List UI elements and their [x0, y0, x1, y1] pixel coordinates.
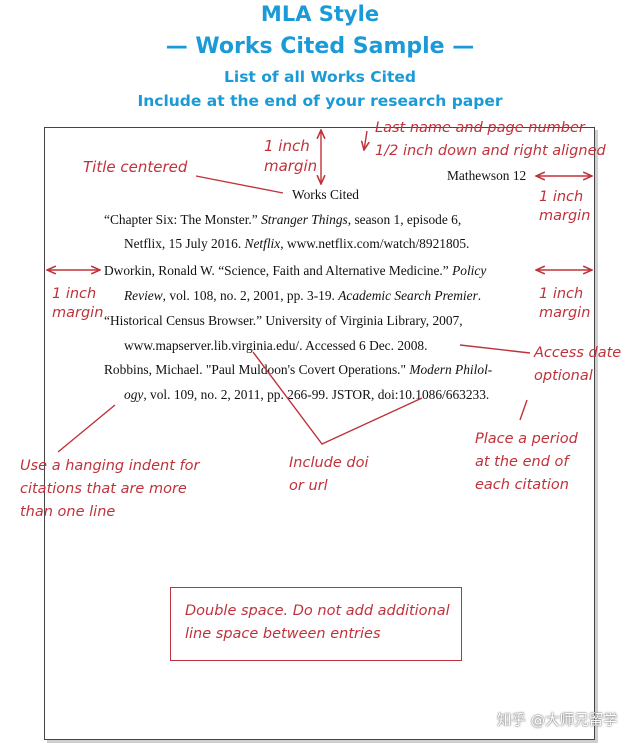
citation-line: “Chapter Six: The Monster.” Stranger Thi…: [104, 212, 462, 227]
citation-line: ogy, vol. 109, no. 2, 2011, pp. 266-99. …: [124, 387, 490, 402]
include-doi-note: Include doi or url: [289, 455, 369, 494]
title-centered-pointer: [195, 175, 284, 194]
period-pointer: [519, 399, 528, 421]
watermark: 知乎 @大师兄留学: [497, 713, 618, 729]
title-centered-note: Title centered: [83, 158, 188, 176]
citation-line: “Historical Census Browser.” University …: [104, 313, 463, 328]
right-margin-note-top: 1 inch margin: [539, 189, 591, 224]
double-space-note: Double space. Do not add additional line…: [185, 603, 450, 642]
double-space-box: Double space. Do not add additional line…: [170, 587, 462, 661]
header-caption: List of all Works Cited: [224, 68, 416, 86]
right-margin-note-mid: 1 inch margin: [539, 286, 591, 321]
citation-line: www.mapserver.lib.virginia.edu/. Accesse…: [124, 338, 428, 353]
access-date-note: Access date optional: [534, 345, 622, 384]
hanging-indent-pointer: [57, 404, 116, 453]
place-period-note: Place a period at the end of each citati…: [475, 431, 578, 493]
citation-line: Review, vol. 108, no. 2, 2001, pp. 3-19.…: [124, 288, 482, 303]
left-margin-note: 1 inch margin: [52, 286, 104, 321]
citation-line: Netflix, 15 July 2016. Netflix, www.netf…: [124, 236, 470, 251]
running-head-note: Last name and page number 1/2 inch down …: [375, 120, 606, 159]
header-instruction: Include at the end of your research pape…: [137, 92, 503, 110]
access-date-pointer: [459, 344, 531, 354]
header-subtitle: — Works Cited Sample —: [165, 34, 475, 59]
header-title: MLA Style: [260, 2, 380, 26]
hanging-indent-note: Use a hanging indent for citations that …: [20, 458, 200, 520]
citation-line: Dworkin, Ronald W. “Science, Faith and A…: [104, 263, 487, 278]
works-cited-title: Works Cited: [292, 187, 359, 202]
include-doi-pointer: [252, 351, 423, 445]
top-margin-note: 1 inch margin: [264, 137, 318, 175]
running-head: Mathewson 12: [447, 168, 527, 183]
citation-line: Robbins, Michael. "Paul Muldoon's Covert…: [104, 362, 493, 377]
running-head-arrow: [364, 130, 367, 150]
